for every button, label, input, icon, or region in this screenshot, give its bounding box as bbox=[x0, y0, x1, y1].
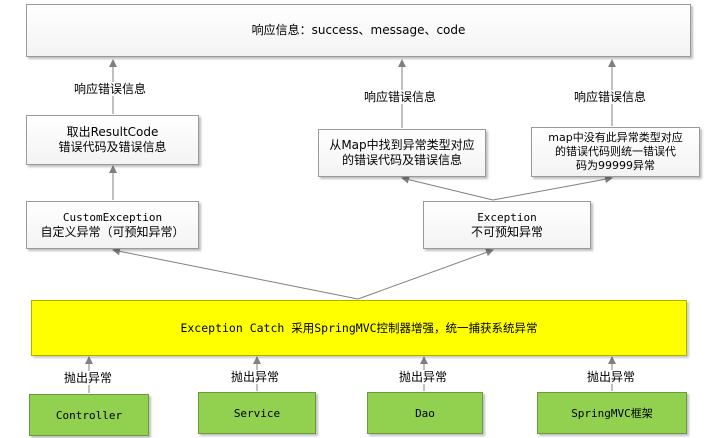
map-missing-line3: 码为99999异常 bbox=[576, 159, 655, 172]
service-label: Service bbox=[233, 406, 281, 420]
result-code-line2: 错误代码及错误信息 bbox=[58, 140, 167, 154]
controller-label: Controller bbox=[55, 408, 123, 422]
throw-label-springmvc: 抛出异常 bbox=[587, 370, 636, 384]
custom-exception-line2: 自定义异常（可预知异常） bbox=[40, 225, 185, 239]
map-missing-line2: 的错误代码则统一错误代 bbox=[555, 145, 676, 158]
response-info-box: 响应信息：success、message、code bbox=[26, 4, 691, 57]
arrow-catch-to-custom bbox=[112, 247, 359, 300]
map-missing-line1: map中没有此异常类型对应 bbox=[548, 131, 683, 144]
exception-catch-box: Exception Catch 采用SpringMVC控制器增强，统一捕获系统异… bbox=[31, 300, 687, 356]
throw-label-dao: 抛出异常 bbox=[399, 370, 448, 384]
service-layer-box: Service bbox=[198, 392, 316, 434]
response-info-text: 响应信息：success、message、code bbox=[251, 23, 466, 37]
springmvc-layer-box: SpringMVC框架 bbox=[537, 392, 687, 434]
exception-box: Exception 不可预知异常 bbox=[423, 201, 591, 249]
map-missing-box: map中没有此异常类型对应 的错误代码则统一错误代 码为99999异常 bbox=[531, 127, 700, 177]
arrow-exception-to-mapfound bbox=[401, 175, 494, 201]
map-found-line2: 的错误代码及错误信息 bbox=[341, 153, 462, 167]
map-found-box: 从Map中找到异常类型对应 的错误代码及错误信息 bbox=[318, 129, 486, 177]
arrow-catch-to-exception bbox=[357, 248, 494, 300]
exception-line1: Exception bbox=[477, 211, 537, 224]
throw-label-service: 抛出异常 bbox=[231, 370, 280, 384]
result-code-line1: 取出ResultCode bbox=[66, 125, 159, 139]
response-error-label-middle: 响应错误信息 bbox=[364, 90, 437, 104]
throw-label-controller: 抛出异常 bbox=[64, 371, 113, 385]
dao-layer-box: Dao bbox=[367, 392, 483, 434]
arrow-exception-to-mapmissing bbox=[492, 175, 613, 201]
response-error-label-left: 响应错误信息 bbox=[74, 82, 147, 96]
custom-exception-line1: CustomException bbox=[62, 211, 163, 224]
controller-layer-box: Controller bbox=[29, 394, 149, 436]
custom-exception-box: CustomException 自定义异常（可预知异常） bbox=[26, 201, 199, 249]
result-code-box: 取出ResultCode 错误代码及错误信息 bbox=[26, 115, 199, 165]
map-found-line1: 从Map中找到异常类型对应 bbox=[329, 138, 475, 152]
exception-catch-text: Exception Catch 采用SpringMVC控制器增强，统一捕获系统异… bbox=[180, 320, 538, 335]
springmvc-label: SpringMVC框架 bbox=[571, 406, 653, 420]
exception-line2: 不可预知异常 bbox=[470, 225, 543, 239]
dao-label: Dao bbox=[415, 406, 435, 420]
response-error-label-right: 响应错误信息 bbox=[574, 90, 647, 104]
